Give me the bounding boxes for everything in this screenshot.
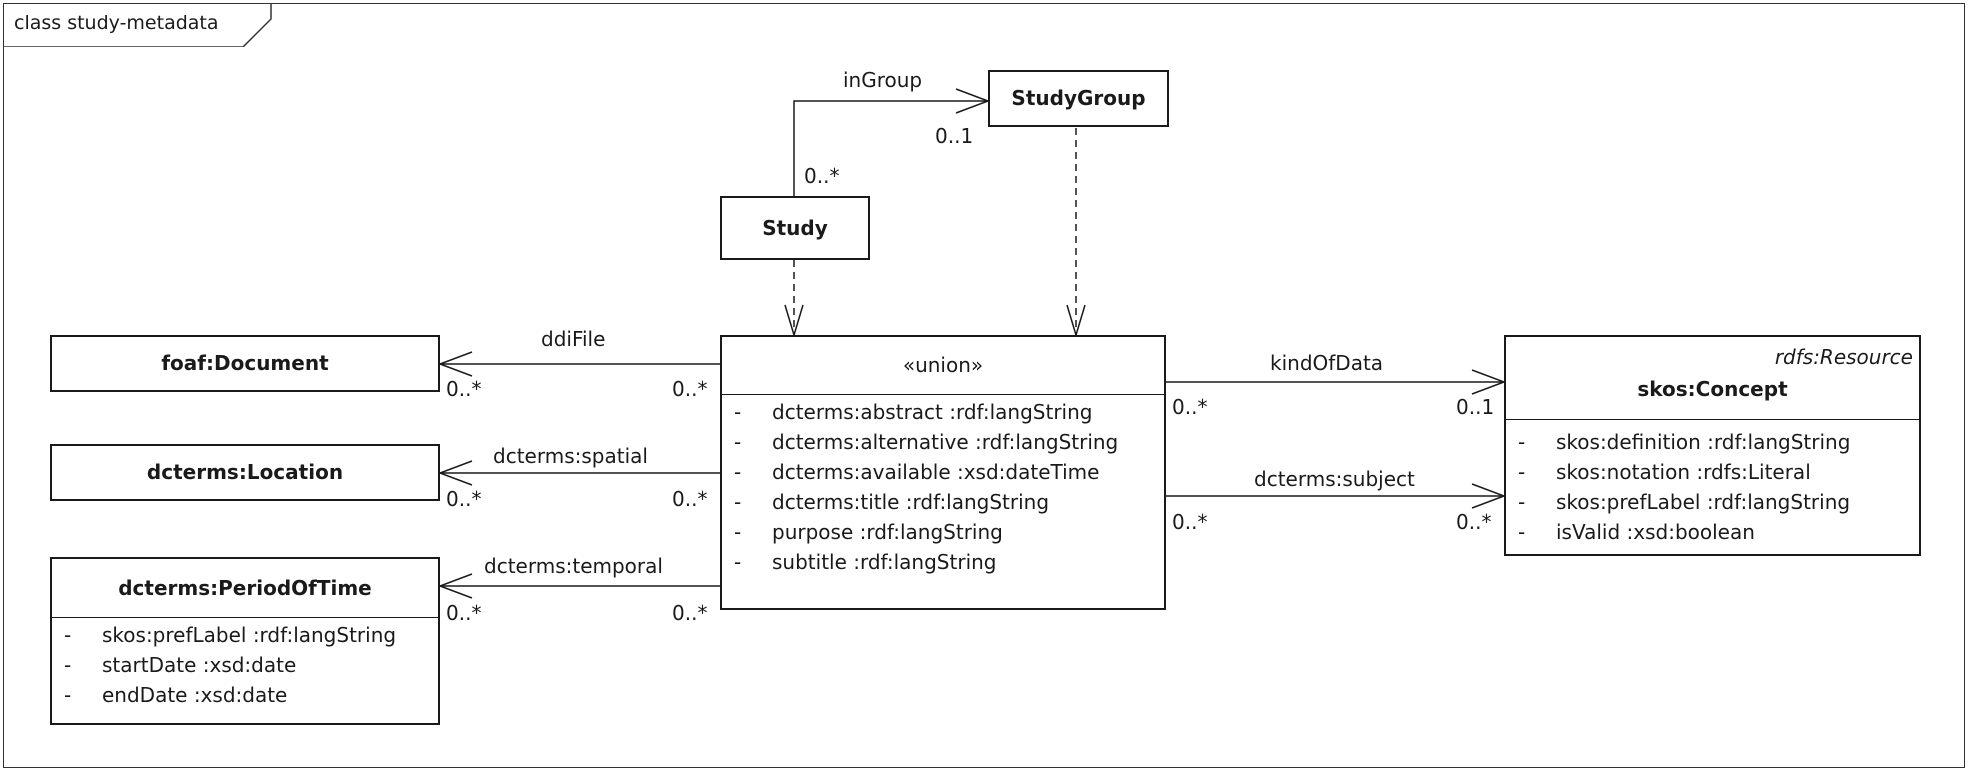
attribute-row: -subtitle :rdf:langString bbox=[734, 550, 997, 574]
class-studygroup[interactable]: StudyGroup bbox=[988, 70, 1169, 127]
spatial-target-multiplicity: 0..* bbox=[446, 487, 482, 511]
class-study[interactable]: Study bbox=[720, 196, 870, 260]
kindofdata-label: kindOfData bbox=[1270, 351, 1384, 375]
compartment-separator bbox=[1506, 419, 1919, 420]
diagram-frame bbox=[3, 3, 1965, 768]
class-stereotype-tag: rdfs:Resource bbox=[1774, 345, 1913, 369]
attribute-list: -skos:definition :rdf:langString -skos:n… bbox=[1506, 427, 1919, 547]
frame-title: class study-metadata bbox=[14, 12, 219, 34]
union-stereotype: «union» bbox=[902, 353, 984, 377]
class-name: skos:Concept bbox=[1637, 377, 1788, 401]
attribute-row: -dcterms:available :xsd:dateTime bbox=[734, 460, 1100, 484]
class-name: foaf:Document bbox=[161, 351, 329, 375]
ddifile-target-multiplicity: 0..* bbox=[446, 377, 482, 401]
class-dcterms-periodoftime[interactable]: dcterms:PeriodOfTime -skos:prefLabel :rd… bbox=[50, 557, 440, 725]
compartment-separator bbox=[722, 394, 1164, 395]
class-foaf-document[interactable]: foaf:Document bbox=[50, 335, 440, 392]
spatial-label: dcterms:spatial bbox=[493, 444, 648, 468]
class-name: StudyGroup bbox=[1011, 86, 1146, 110]
kindofdata-target-multiplicity: 0..1 bbox=[1456, 395, 1495, 419]
subject-label: dcterms:subject bbox=[1254, 467, 1415, 491]
attribute-row: -dcterms:title :rdf:langString bbox=[734, 490, 1050, 514]
attribute-row: -purpose :rdf:langString bbox=[734, 520, 1003, 544]
subject-source-multiplicity: 0..* bbox=[1172, 510, 1208, 534]
ingroup-line[interactable] bbox=[793, 100, 988, 196]
attribute-row: -skos:prefLabel :rdf:langString bbox=[64, 623, 397, 647]
subject-target-multiplicity: 0..* bbox=[1456, 510, 1492, 534]
ddifile-source-multiplicity: 0..* bbox=[672, 377, 708, 401]
spatial-source-multiplicity: 0..* bbox=[672, 487, 708, 511]
ddifile-label: ddiFile bbox=[541, 327, 606, 351]
kindofdata-source-multiplicity: 0..* bbox=[1172, 395, 1208, 419]
ingroup-source-multiplicity: 0..* bbox=[804, 164, 840, 188]
attribute-row: -dcterms:alternative :rdf:langString bbox=[734, 430, 1119, 454]
compartment-separator bbox=[52, 617, 438, 618]
frame-tab-outline bbox=[3, 3, 272, 47]
attribute-row: -skos:notation :rdfs:Literal bbox=[1518, 460, 1811, 484]
temporal-arrowhead bbox=[437, 573, 473, 599]
class-name: dcterms:Location bbox=[146, 460, 344, 484]
class-skos-concept[interactable]: rdfs:Resource skos:Concept -skos:definit… bbox=[1504, 335, 1921, 556]
ingroup-label: inGroup bbox=[843, 68, 923, 92]
ddifile-arrowhead bbox=[437, 351, 473, 377]
attribute-row: -isValid :xsd:boolean bbox=[1518, 520, 1755, 544]
attribute-row: -endDate :xsd:date bbox=[64, 683, 288, 707]
attribute-row: -skos:definition :rdf:langString bbox=[1518, 430, 1851, 454]
class-dcterms-location[interactable]: dcterms:Location bbox=[50, 444, 440, 501]
ingroup-target-multiplicity: 0..1 bbox=[935, 124, 974, 148]
spatial-arrowhead bbox=[437, 460, 473, 486]
temporal-label: dcterms:temporal bbox=[484, 554, 663, 578]
class-union[interactable]: «union» -dcterms:abstract :rdf:langStrin… bbox=[720, 335, 1166, 610]
frame-title-tab: class study-metadata bbox=[3, 3, 273, 47]
attribute-list: -skos:prefLabel :rdf:langString -startDa… bbox=[52, 620, 438, 710]
attribute-list: -dcterms:abstract :rdf:langString -dcter… bbox=[722, 397, 1164, 577]
class-name: dcterms:PeriodOfTime bbox=[118, 576, 372, 600]
class-name: Study bbox=[762, 216, 828, 240]
temporal-source-multiplicity: 0..* bbox=[672, 601, 708, 625]
attribute-row: -skos:prefLabel :rdf:langString bbox=[1518, 490, 1851, 514]
temporal-target-multiplicity: 0..* bbox=[446, 601, 482, 625]
attribute-row: -dcterms:abstract :rdf:langString bbox=[734, 400, 1093, 424]
attribute-row: -startDate :xsd:date bbox=[64, 653, 297, 677]
